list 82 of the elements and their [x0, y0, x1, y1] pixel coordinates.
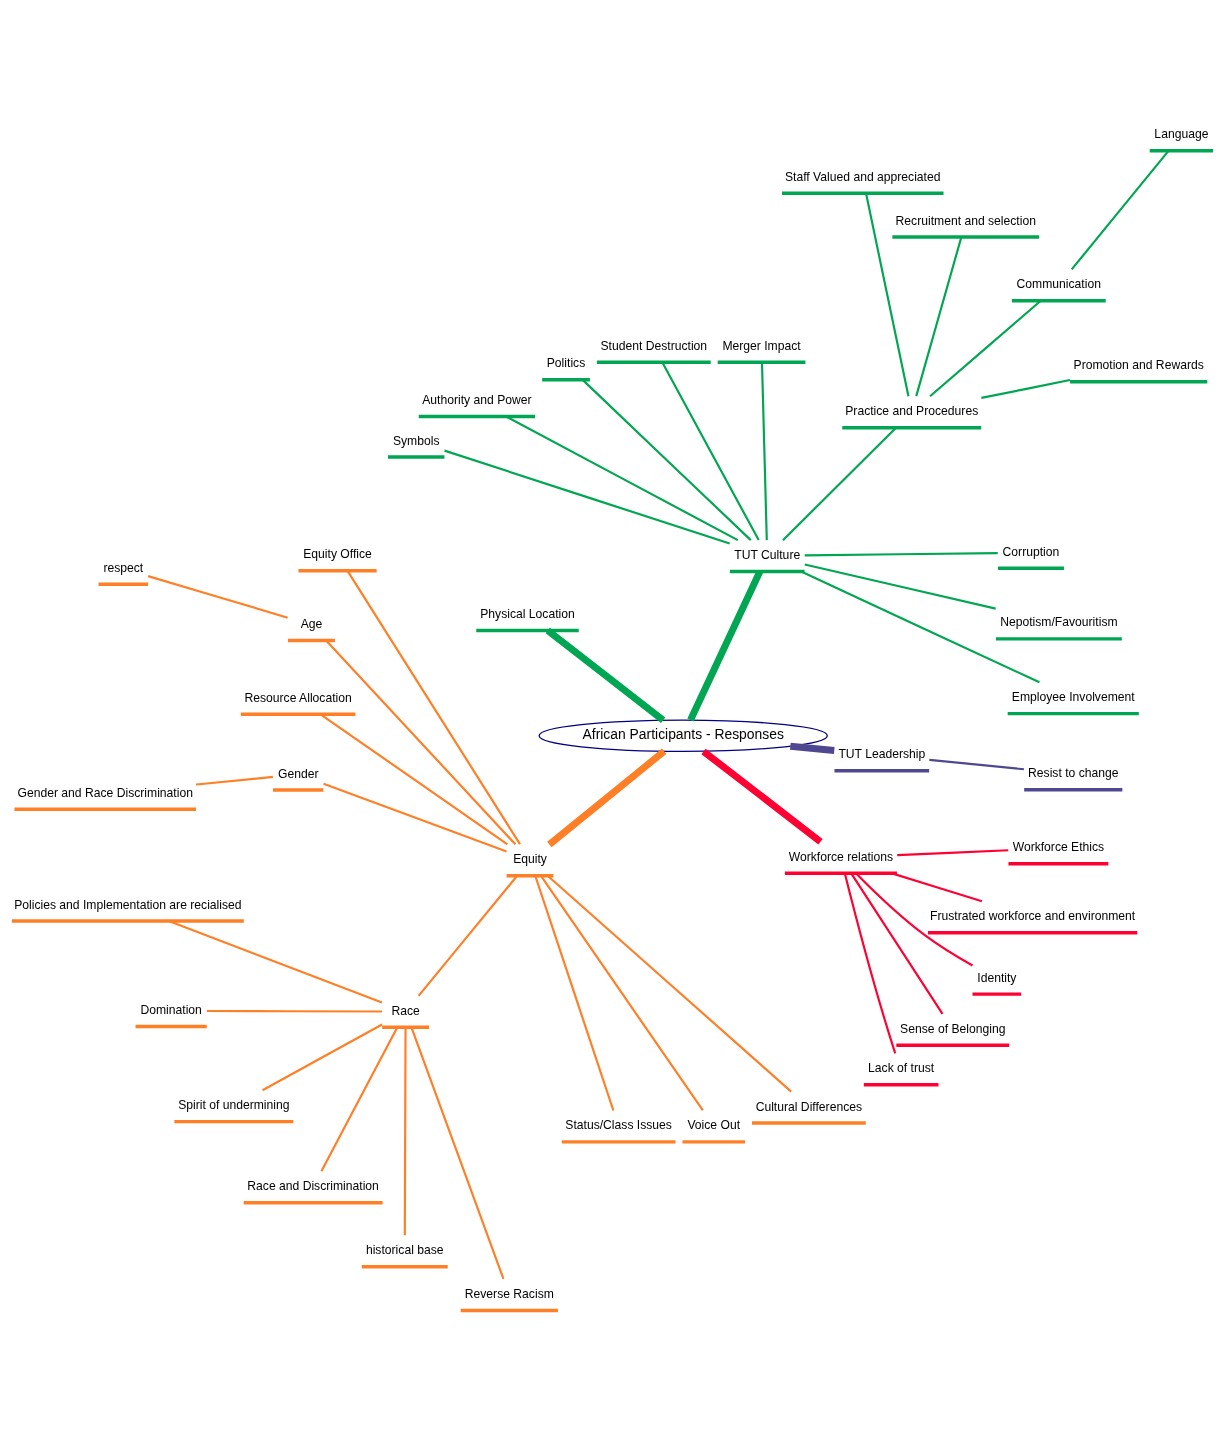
connector [864, 192, 910, 396]
connector [687, 569, 763, 722]
connector [444, 449, 730, 545]
connector [262, 1023, 383, 1091]
connector [843, 872, 897, 1054]
node-text: Spirit of undermining [178, 1097, 290, 1112]
node-text: Employee Involvement [1011, 689, 1135, 704]
node-text: Identity [977, 970, 1017, 985]
node-text: Practice and Procedures [845, 403, 979, 418]
connector [701, 748, 823, 844]
connector [410, 1026, 505, 1279]
connector [534, 875, 615, 1111]
connector [540, 874, 704, 1111]
connector [1070, 149, 1170, 270]
node-text: Workforce relations [788, 849, 894, 864]
connector [168, 919, 383, 1004]
node-text: Resource Allocation [244, 690, 352, 705]
connector [320, 713, 508, 845]
connector [320, 1026, 399, 1172]
node-text: Domination [140, 1002, 202, 1017]
node-text: Frustrated workforce and environment [930, 908, 1136, 923]
node-text: Lack of trust [868, 1060, 935, 1075]
node-text: historical base [365, 1242, 444, 1257]
node-text: respect [103, 560, 144, 575]
connector [195, 775, 274, 786]
connector [790, 742, 835, 754]
connector [505, 415, 739, 541]
node-text: Gender [277, 766, 319, 781]
connector [782, 426, 897, 541]
connector [981, 378, 1071, 399]
node-text: Physical Location [480, 606, 575, 621]
node-text: Promotion and Rewards [1073, 357, 1204, 372]
connector [915, 236, 963, 396]
node-text: Symbols [392, 433, 440, 448]
node-text: Equity Office [303, 546, 372, 561]
connector [661, 361, 760, 541]
connector [325, 639, 517, 845]
node-text: Cultural Differences [755, 1099, 863, 1114]
connector [804, 562, 996, 610]
node-text: Staff Valued and appreciated [785, 169, 941, 184]
node-text: Reverse Racism [464, 1286, 554, 1301]
node-text: Nepotism/Favouritism [1000, 614, 1118, 629]
connector [890, 871, 983, 902]
node-ellipse: African Participants - Responses [538, 718, 828, 752]
node-text: Resist to change [1028, 765, 1119, 780]
node-text: Age [300, 616, 323, 631]
connector [346, 569, 521, 845]
node-text: Language [1154, 126, 1209, 141]
node-text: Authority and Power [422, 392, 532, 407]
connector [323, 782, 507, 852]
node-text: Merger Impact [722, 338, 801, 353]
connector [897, 848, 1009, 856]
connector [147, 574, 288, 619]
connector [206, 1009, 383, 1013]
node-text: Equity [513, 851, 547, 866]
connector [800, 570, 1040, 683]
node-text: Sense of Belonging [900, 1021, 1006, 1036]
connector [417, 874, 519, 996]
connector [804, 551, 998, 556]
node-text: Politics [546, 355, 586, 370]
node-text: Student Destruction [600, 338, 708, 353]
node-text: TUT Culture [734, 547, 801, 562]
node-text: Workforce Ethics [1012, 839, 1105, 854]
connector [929, 299, 1042, 397]
node-text: TUT Leadership [838, 746, 926, 761]
node-text: Gender and Race Discrimination [17, 785, 193, 800]
connector [850, 872, 944, 1014]
connector [547, 874, 792, 1092]
node-text: Race and Discrimination [247, 1178, 379, 1193]
node-text: Voice Out [687, 1117, 741, 1132]
connector [545, 627, 666, 723]
node-text: Communication [1016, 276, 1101, 291]
connector [581, 378, 752, 541]
node-text: Policies and Implementation are recialised [14, 897, 242, 912]
node-text: Recruitment and selection [895, 213, 1036, 228]
connector [929, 758, 1025, 770]
node-text: Race [391, 1003, 420, 1018]
node-text: Status/Class Issues [565, 1117, 672, 1132]
connector [760, 362, 768, 540]
connector [403, 1026, 407, 1235]
node-text: Corruption [1002, 544, 1060, 559]
connector [547, 748, 667, 847]
